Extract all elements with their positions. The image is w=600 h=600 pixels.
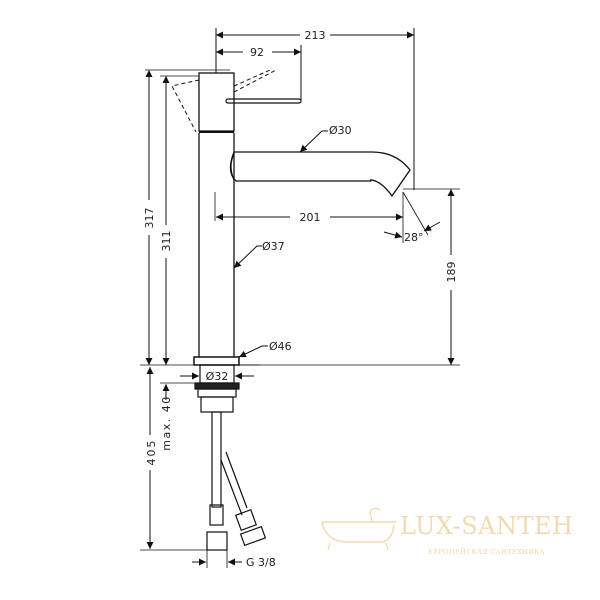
dim-spout-reach: 201	[300, 211, 321, 224]
dim-body-height: 311	[160, 231, 173, 252]
dim-lever-reach: 92	[250, 46, 264, 59]
watermark-logo: LUX-SANTEH ЕВРОПЕЙСКАЯ САНТЕХНИКА	[321, 507, 573, 556]
dim-outlet-angle: 28°	[404, 231, 424, 244]
dim-connection-thread: G 3/8	[246, 556, 276, 569]
dim-total-reach: 213	[305, 29, 326, 42]
dim-outlet-height: 189	[445, 262, 458, 283]
dim-body-diameter: Ø37	[262, 240, 285, 253]
dim-base-diameter: Ø46	[269, 340, 292, 353]
bathtub-icon	[321, 521, 396, 543]
watermark-tagline: ЕВРОПЕЙСКАЯ САНТЕХНИКА	[428, 547, 545, 556]
dim-max-deck-thickness: max. 40	[160, 395, 173, 450]
dim-mounting-diameter: Ø32	[206, 370, 229, 383]
dim-total-height: 317	[143, 208, 156, 229]
dim-spout-diameter: Ø30	[329, 124, 352, 137]
dim-below-deck-length: 405	[145, 439, 158, 466]
watermark-brand: LUX-SANTEH	[400, 512, 573, 540]
